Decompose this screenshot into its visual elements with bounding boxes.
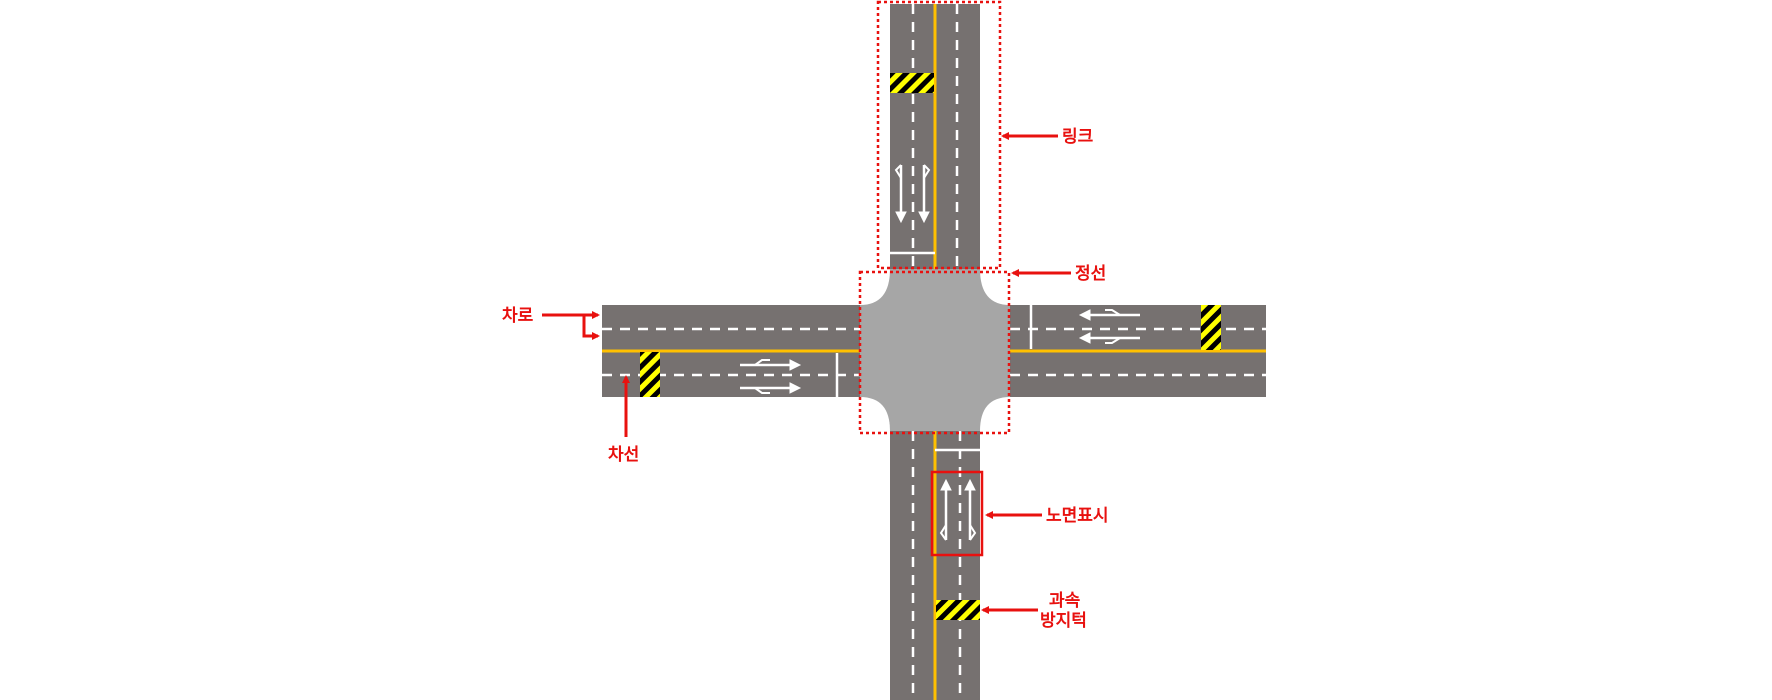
east-arrow-1 (1078, 309, 1140, 321)
stop-lines (835, 251, 1033, 452)
lane-pointer-bottom (582, 315, 600, 340)
west-arrow-2 (740, 382, 802, 394)
lane-line-label: 차선 (608, 445, 639, 465)
south-speed-bump (936, 600, 980, 620)
north-arrow-2 (918, 164, 931, 224)
intersection-area (860, 269, 1010, 431)
link-box (876, 0, 1002, 270)
speed-bumps (640, 73, 1221, 620)
stop-line-label: 정선 (1075, 264, 1106, 284)
stop-line-box (858, 270, 1011, 435)
west-arrow-1 (740, 359, 802, 371)
lane-dash-lines (602, 4, 1266, 700)
east-arrow-2 (1078, 332, 1140, 344)
south-arrow-1 (939, 478, 952, 541)
annotation-boxes (858, 0, 1011, 557)
north-speed-bump (890, 73, 934, 93)
road-marking-box (930, 470, 984, 557)
annotation-labels: 링크 정선 차로 차선 노면표시 과속 방지턱 (502, 127, 1109, 631)
north-arrow-1 (894, 164, 907, 224)
center-lines (602, 4, 1266, 700)
west-speed-bump (640, 352, 660, 397)
annotation-arrows (542, 132, 1071, 614)
road-marking-label: 노면표시 (1046, 506, 1109, 526)
road-arrows (740, 164, 1140, 541)
link-label: 링크 (1062, 127, 1094, 147)
south-arrow-2 (964, 478, 977, 541)
speed-bump-label-line2: 방지턱 (1040, 611, 1087, 631)
east-speed-bump (1201, 305, 1221, 350)
lane-label: 차로 (502, 306, 534, 326)
speed-bump-label-line1: 과속 (1049, 591, 1081, 611)
